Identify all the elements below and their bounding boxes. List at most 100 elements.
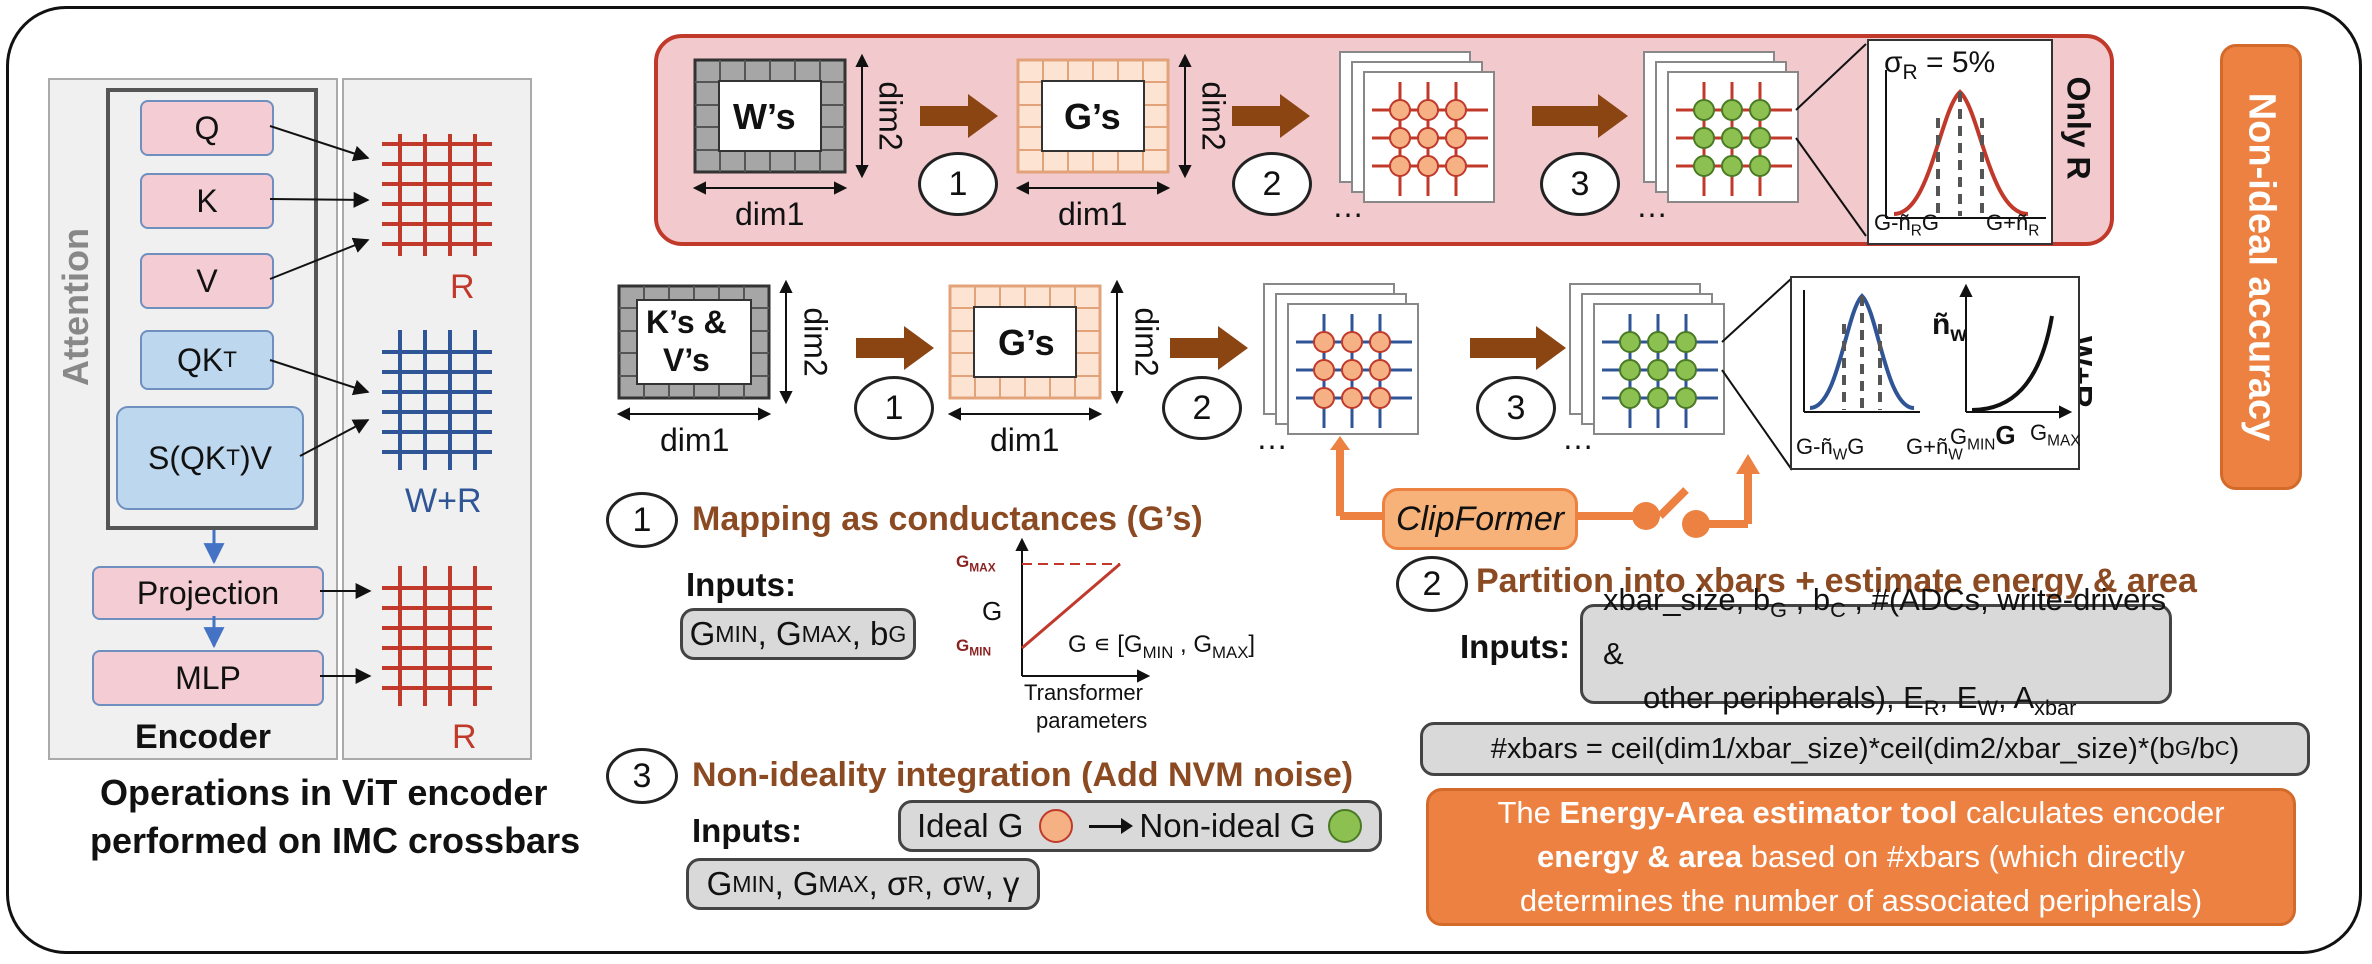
top-dim1-a: dim1 bbox=[735, 196, 805, 232]
step3-ideal-pill: Ideal G Non-ideal G bbox=[898, 800, 1382, 852]
clipformer-svg bbox=[1330, 436, 1760, 538]
nonideal-g-label: Non-ideal G bbox=[1139, 807, 1316, 844]
nonideal-accuracy-label: Non-ideal accuracy bbox=[2240, 92, 2283, 442]
xbar-label-wr: W+R bbox=[405, 482, 482, 520]
outer-frame bbox=[6, 6, 2362, 954]
encoder-label: Encoder bbox=[135, 718, 272, 756]
estimator-line3: determines the number of associated peri… bbox=[1519, 883, 2203, 918]
xbar-blue bbox=[382, 330, 492, 470]
estimator-line2: energy & area based on #xbars (which dir… bbox=[1537, 839, 2185, 874]
xbar-label-r-bottom: R bbox=[452, 718, 477, 756]
estimator-box: The Energy-Area estimator tool calculate… bbox=[1426, 788, 2296, 926]
block-qkt-label: QK bbox=[177, 341, 224, 378]
block-mlp: MLP bbox=[92, 650, 324, 706]
step2-title: Partition into xbars + estimate energy &… bbox=[1476, 562, 2197, 600]
mid-dots-1: … bbox=[1256, 420, 1288, 456]
encoder-svg bbox=[203, 125, 492, 706]
clipformer-box: ClipFormer bbox=[1382, 488, 1578, 550]
step1-graph bbox=[1015, 537, 1150, 683]
nw-label: ñw bbox=[1932, 308, 1967, 346]
top-gauss-left: G-ñRG bbox=[1874, 210, 1939, 240]
attention-box bbox=[106, 88, 318, 530]
mid-step-1: 1 bbox=[854, 376, 934, 440]
top-dim1-b: dim1 bbox=[1058, 196, 1128, 232]
mid-stack-orange bbox=[1263, 283, 1419, 435]
mid-step-3: 3 bbox=[1476, 376, 1556, 440]
block-k-label: K bbox=[196, 182, 218, 219]
graph-gmin: GMIN bbox=[956, 636, 992, 659]
step2-inputs-line2: other peripherals), ER, EW, Axbar bbox=[1643, 680, 2077, 721]
top-dim2-a: dim2 bbox=[872, 81, 909, 151]
xbars-formula-pill: #xbars = ceil(dim1/xbar_size)*ceil(dim2/… bbox=[1420, 722, 2310, 776]
graph-g: G bbox=[982, 596, 1003, 626]
mid-dim1-b: dim1 bbox=[990, 422, 1060, 458]
sigma-r-label: σR = 5% bbox=[1884, 46, 1996, 84]
block-k: K bbox=[140, 173, 274, 229]
graph-gmax: GMAX bbox=[956, 552, 996, 575]
mid-step-2: 2 bbox=[1162, 376, 1242, 440]
step2-num: 2 bbox=[1396, 556, 1468, 612]
mid-gauss-left: G-ñWG bbox=[1796, 434, 1865, 464]
step2-inputs-line1: xbar_size, bG , bC , #(ADCs, write-drive… bbox=[1603, 581, 2167, 671]
top-step-2: 2 bbox=[1232, 152, 1312, 216]
block-q: Q bbox=[140, 100, 274, 156]
step1-title: Mapping as conductances (G’s) bbox=[692, 500, 1203, 538]
nonideal-accuracy-box bbox=[2220, 44, 2302, 490]
top-dim2-b: dim2 bbox=[1195, 81, 1232, 151]
nonideal-node-icon bbox=[1327, 809, 1362, 843]
step1-num: 1 bbox=[606, 492, 678, 548]
arrow-right-icon bbox=[1089, 817, 1134, 834]
block-q-label: Q bbox=[194, 109, 220, 146]
step2-inputs-label: Inputs: bbox=[1460, 628, 1570, 665]
ideal-node-icon bbox=[1039, 809, 1074, 843]
gmax-label: GMAX bbox=[2030, 420, 2081, 450]
step3-title: Non-ideality integration (Add NVM noise) bbox=[692, 756, 1354, 794]
step1-inputs-label: Inputs: bbox=[686, 566, 796, 603]
top-gauss-right: G+ñR bbox=[1986, 210, 2040, 240]
mid-dots-2: … bbox=[1562, 420, 1594, 456]
xbar-label-r-top: R bbox=[450, 268, 475, 306]
graph-range: G ∊ [GMIN , GMAX] bbox=[1068, 631, 1256, 662]
graph-x-label-1: Transformer bbox=[1024, 680, 1143, 705]
top-dots-2: … bbox=[1636, 188, 1668, 224]
clipformer-label: ClipFormer bbox=[1395, 499, 1565, 538]
graph-x-label-2: parameters bbox=[1036, 708, 1148, 733]
top-step-1: 1 bbox=[918, 152, 998, 216]
top-step-3: 3 bbox=[1540, 152, 1620, 216]
ideal-g-label: Ideal G bbox=[917, 807, 1024, 844]
block-v: V bbox=[140, 253, 274, 309]
kv-matrix-label-1: K’s & bbox=[646, 304, 727, 340]
kv-matrix-label-2: V’s bbox=[663, 342, 710, 378]
top-row-svg bbox=[616, 39, 2053, 471]
step3-inputs-label: Inputs: bbox=[692, 812, 802, 849]
w-matrix-label: W’s bbox=[733, 96, 796, 137]
top-dots-1: … bbox=[1332, 188, 1364, 224]
block-sqktv-label: S(QK bbox=[148, 439, 227, 476]
encoder-caption-line1: Operations in ViT encoder bbox=[100, 772, 548, 813]
sqktv-tail: )V bbox=[239, 439, 272, 476]
block-mlp-label: MLP bbox=[175, 659, 241, 696]
block-projection: Projection bbox=[92, 566, 324, 620]
top-stack-green bbox=[1643, 51, 1799, 203]
block-projection-label: Projection bbox=[136, 574, 280, 611]
block-v-label: V bbox=[196, 262, 218, 299]
mid-stack-green bbox=[1569, 283, 1725, 435]
top-stack-orange bbox=[1339, 51, 1495, 203]
g-matrix-label-mid: G’s bbox=[998, 322, 1055, 363]
mid-gauss-right: G+ñW bbox=[1906, 434, 1963, 464]
step3-num: 3 bbox=[606, 748, 678, 804]
mid-dim2-a: dim2 bbox=[797, 307, 834, 377]
g-matrix-label-top: G’s bbox=[1064, 96, 1121, 137]
mid-dim1-a: dim1 bbox=[660, 422, 730, 458]
encoder-caption-line2: performed on IMC crossbars bbox=[90, 820, 581, 861]
xbar-red-top bbox=[382, 134, 492, 256]
mid-gauss-svg bbox=[1803, 283, 2073, 419]
qkt-sup: T bbox=[223, 347, 237, 372]
gmin-label: GMING bbox=[1950, 420, 2016, 454]
mid-dim2-b: dim2 bbox=[1128, 307, 1165, 377]
xbar-red-bottom bbox=[382, 566, 492, 706]
